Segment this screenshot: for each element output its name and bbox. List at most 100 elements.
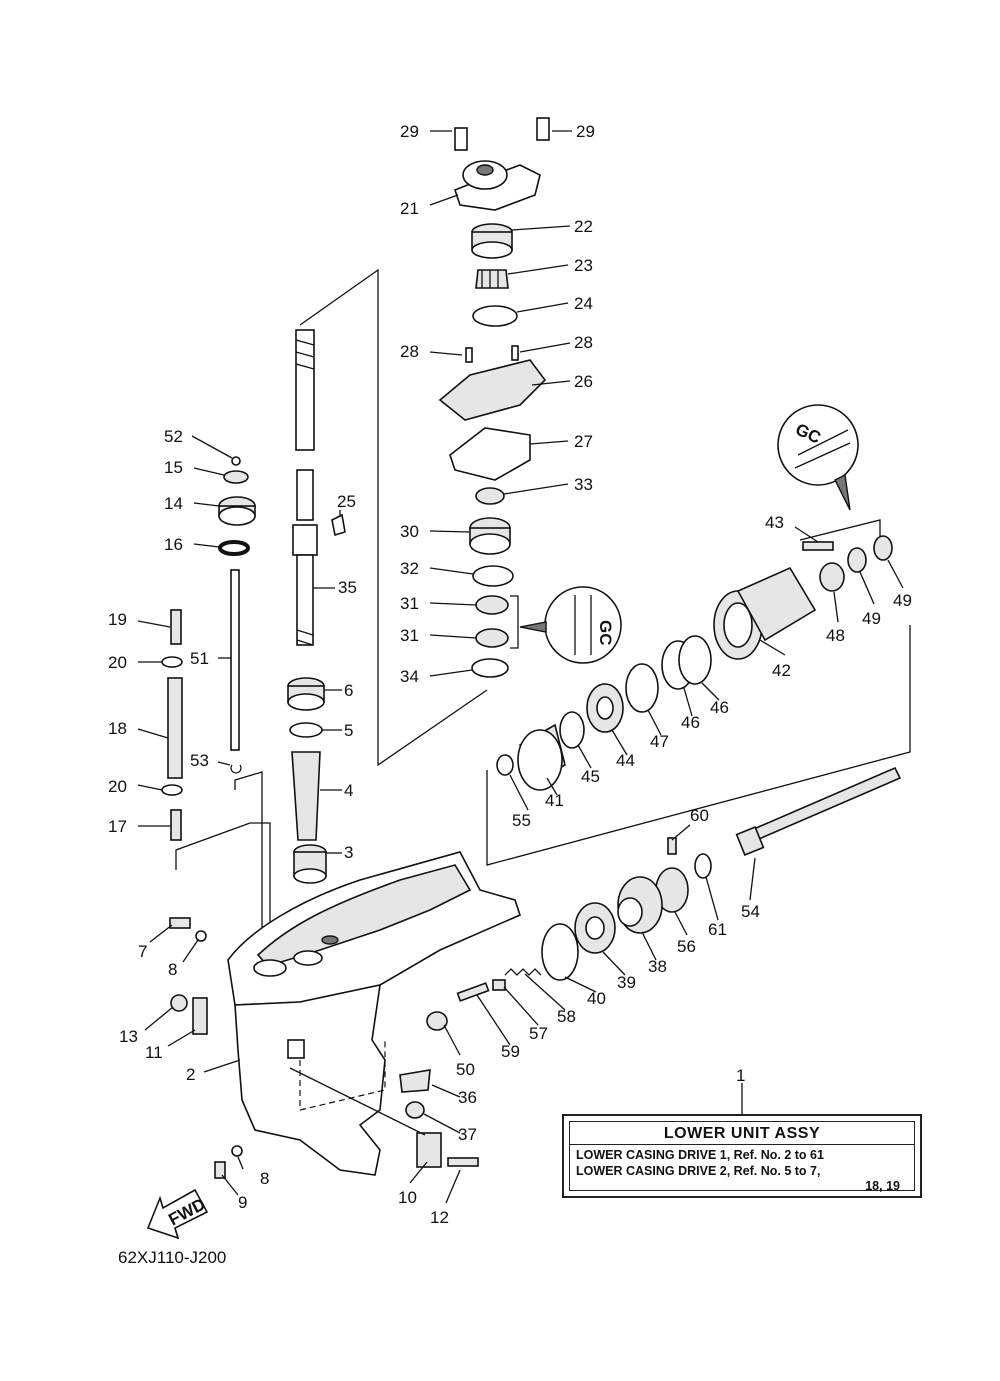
- callout-8a: 8: [168, 960, 177, 979]
- callout-27: 27: [574, 432, 593, 451]
- callout-48: 48: [826, 626, 845, 645]
- callout-51: 51: [190, 649, 209, 668]
- ball-bearing-39: [574, 902, 616, 954]
- callout-10: 10: [398, 1188, 417, 1207]
- reverse-gear-38: [617, 876, 663, 934]
- bolt-7: [169, 917, 191, 929]
- callout-22: 22: [574, 217, 593, 236]
- pin-line: [289, 1067, 426, 1136]
- oil-seal-49a: [847, 547, 867, 573]
- callout-54: 54: [741, 902, 760, 921]
- callout-20b: 20: [108, 777, 127, 796]
- pin-60: [667, 837, 677, 855]
- callout-46a: 46: [681, 713, 700, 732]
- callout-20a: 20: [108, 653, 127, 672]
- callout-6: 6: [344, 681, 353, 700]
- bolt-43: [802, 541, 834, 551]
- shim-45: [559, 711, 585, 749]
- bushing-50: [426, 1011, 448, 1031]
- push-rod-59: [456, 982, 490, 1002]
- o-ring-24: [472, 305, 518, 327]
- circlip-53: [230, 764, 242, 774]
- callout-16: 16: [164, 535, 183, 554]
- bearing-6: [287, 677, 325, 711]
- callout-12: 12: [430, 1208, 449, 1227]
- washer-8b: [231, 1145, 243, 1157]
- callout-52: 52: [164, 427, 183, 446]
- callout-39: 39: [617, 973, 636, 992]
- callout-30: 30: [400, 522, 419, 541]
- propeller-shaft-54: [735, 766, 902, 856]
- callout-38: 38: [648, 957, 667, 976]
- shift-rod-51: [230, 569, 240, 751]
- assembly-title: LOWER UNIT ASSY: [663, 1125, 821, 1142]
- callout-21: 21: [400, 199, 419, 218]
- callout-59: 59: [501, 1042, 520, 1061]
- callout-18: 18: [108, 719, 127, 738]
- callout-55: 55: [512, 811, 531, 830]
- shim-61: [694, 853, 712, 879]
- plunger-57: [492, 979, 506, 991]
- callout-56: 56: [677, 937, 696, 956]
- callout-2: 2: [186, 1065, 195, 1084]
- callout-25: 25: [337, 492, 356, 511]
- callout-50: 50: [456, 1060, 475, 1079]
- drive2-reference-cont: 18, 19: [865, 1179, 900, 1193]
- nipple-19: [170, 609, 182, 645]
- callout-23: 23: [574, 256, 593, 275]
- callout-31a: 31: [400, 594, 419, 613]
- callout-31b: 31: [400, 626, 419, 645]
- grease-callout-top: GC: [777, 404, 859, 511]
- callout-15: 15: [164, 458, 183, 477]
- drive2-reference: LOWER CASING DRIVE 2, Ref. No. 5 to 7,: [576, 1164, 821, 1178]
- o-ring-32: [472, 565, 514, 587]
- gasket-27: [449, 427, 531, 481]
- water-pump-housing: [454, 117, 550, 211]
- callout-34: 34: [400, 667, 419, 686]
- assembly-info-frame: LOWER UNIT ASSY LOWER CASING DRIVE 1, Re…: [569, 1121, 915, 1193]
- bolt-12: [447, 1157, 479, 1167]
- shift-rod-boot-14: [218, 496, 256, 526]
- bushing-15: [223, 470, 249, 484]
- oil-seals-31: [475, 595, 509, 648]
- callout-36: 36: [458, 1088, 477, 1107]
- assembly-info-box: LOWER UNIT ASSY LOWER CASING DRIVE 1, Re…: [562, 1114, 922, 1198]
- bevel-gear-41: [517, 723, 566, 791]
- shim-40: [541, 923, 579, 981]
- drive-shaft: [292, 329, 318, 646]
- callout-24: 24: [574, 294, 593, 313]
- propeller-shaft-housing-42: [713, 566, 817, 660]
- clip-20b: [161, 784, 183, 796]
- grease-symbol-mid: GC: [596, 620, 615, 646]
- callout-45: 45: [581, 767, 600, 786]
- outer-plate-cartridge: [438, 345, 547, 421]
- callout-41: 41: [545, 791, 564, 810]
- spring-58: [504, 968, 542, 976]
- needle-bearing-48: [819, 562, 845, 592]
- shim-55: [496, 754, 514, 776]
- callout-33: 33: [574, 475, 593, 494]
- callout-57: 57: [529, 1024, 548, 1043]
- callout-29b: 29: [576, 122, 595, 141]
- callout-4: 4: [344, 781, 353, 800]
- ball-bearing-44: [586, 683, 624, 733]
- grease-callout-mid: GC: [519, 586, 622, 664]
- callout-37: 37: [458, 1125, 477, 1144]
- callout-11: 11: [145, 1043, 163, 1062]
- callout-60: 60: [690, 806, 709, 825]
- impeller: [475, 269, 509, 289]
- callout-28a: 28: [400, 342, 419, 361]
- assembly-boundary-lines: [175, 268, 911, 960]
- oil-seal-33: [475, 487, 505, 505]
- callout-43: 43: [765, 513, 784, 532]
- callout-17: 17: [108, 817, 127, 836]
- callout-40: 40: [587, 989, 606, 1008]
- o-ring-47: [625, 663, 659, 713]
- callout-42: 42: [772, 661, 791, 680]
- circlip-52: [231, 456, 241, 466]
- callout-44: 44: [616, 751, 635, 770]
- callout-49b: 49: [893, 591, 912, 610]
- callout-7: 7: [138, 942, 147, 961]
- callout-26: 26: [574, 372, 593, 391]
